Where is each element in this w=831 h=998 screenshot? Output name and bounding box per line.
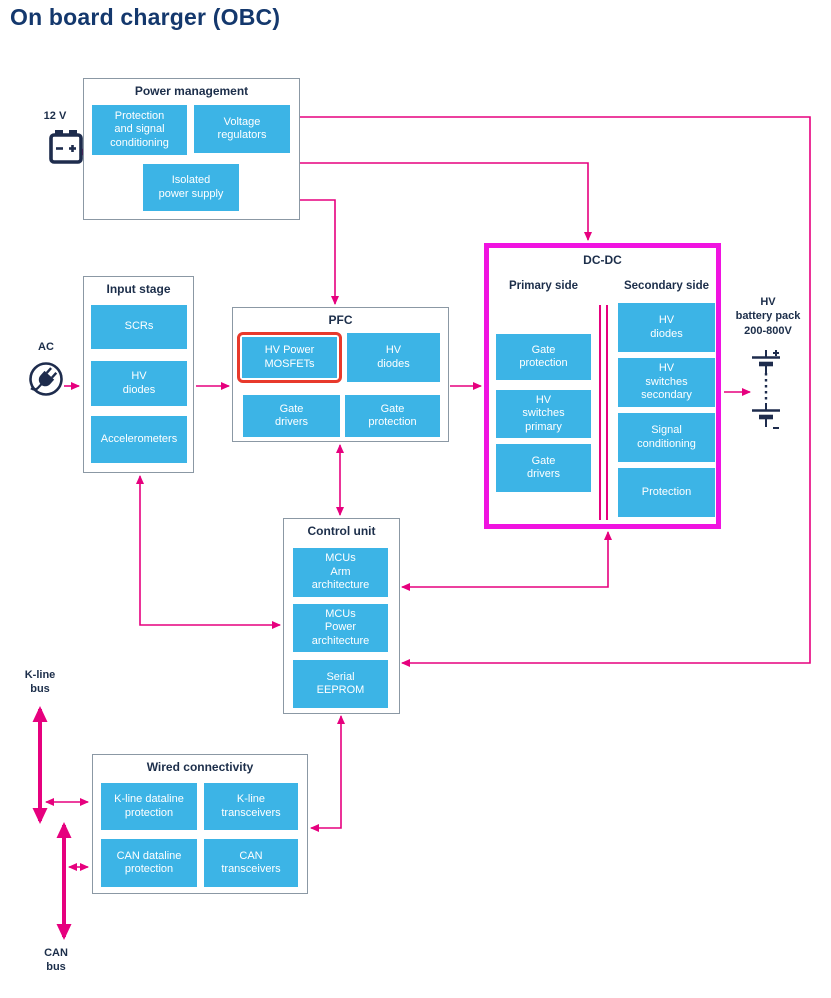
- chip-gate-protection-primary: Gate protection: [496, 334, 591, 380]
- isolation-barrier-line-right: [606, 305, 608, 520]
- ac-label: AC: [38, 341, 54, 353]
- hv-battery-pack-label: HV battery pack 200-800V: [735, 296, 801, 337]
- block-control-unit: Control unit MCUs Arm architecture MCUs …: [283, 518, 400, 714]
- hv-power-mosfets-highlight-box: HV Power MOSFETs: [237, 332, 342, 383]
- block-title-dcdc: DC-DC: [583, 253, 622, 267]
- wire-input-stage-control-unit: [136, 475, 281, 629]
- chip-can-transceivers: CAN transceivers: [204, 839, 298, 887]
- wire-power-management-to-dcdc: [300, 162, 592, 241]
- block-input-stage: Input stage SCRs HV diodes Accelerometer…: [83, 276, 194, 473]
- chip-gate-drivers-pfc: Gate drivers: [243, 395, 340, 437]
- chip-signal-conditioning: Signal conditioning: [618, 413, 715, 462]
- page-title: On board charger (OBC): [10, 4, 281, 30]
- block-wired-connectivity: Wired connectivity K-line dataline prote…: [92, 754, 308, 894]
- chip-hv-diodes-input: HV diodes: [91, 361, 187, 406]
- chip-hv-switches-primary: HV switches primary: [496, 390, 591, 438]
- kline-bus-label: K-line bus: [24, 669, 56, 696]
- block-power-management: Power management Protection and signal c…: [83, 78, 300, 220]
- wire-dcdc-control-unit: [401, 531, 612, 591]
- car-battery-icon: [49, 130, 83, 164]
- block-title-power-management: Power management: [134, 84, 249, 98]
- hv-battery-stack-icon: [752, 350, 780, 429]
- chip-hv-diodes-pfc: HV diodes: [347, 333, 440, 382]
- chip-scrs: SCRs: [91, 305, 187, 349]
- block-title-control-unit: Control unit: [307, 524, 376, 538]
- dcdc-secondary-side-label: Secondary side: [623, 280, 709, 292]
- chip-kline-transceivers: K-line transceivers: [204, 783, 298, 830]
- wire-control-unit-wired-connectivity: [310, 715, 345, 832]
- chip-hv-switches-secondary: HV switches secondary: [618, 358, 715, 407]
- chip-mcus-power-architecture: MCUs Power architecture: [293, 604, 388, 652]
- block-pfc: PFC HV Power MOSFETs HV diodes Gate driv…: [232, 307, 449, 442]
- ac-plug-icon: [29, 362, 63, 396]
- dcdc-primary-side-label: Primary side: [508, 280, 579, 292]
- block-title-input-stage: Input stage: [106, 282, 171, 296]
- block-title-wired-connectivity: Wired connectivity: [146, 760, 254, 774]
- chip-gate-drivers-primary: Gate drivers: [496, 444, 591, 492]
- chip-serial-eeprom: Serial EEPROM: [293, 660, 388, 708]
- chip-accelerometers: Accelerometers: [91, 416, 187, 463]
- block-title-pfc: PFC: [328, 313, 353, 327]
- chip-hv-diodes-secondary: HV diodes: [618, 303, 715, 352]
- chip-protection-and-signal-conditioning: Protection and signal conditioning: [92, 105, 187, 155]
- chip-mcus-arm-architecture: MCUs Arm architecture: [293, 548, 388, 597]
- wire-power-management-to-control-unit-right: [300, 116, 811, 667]
- chip-protection-secondary: Protection: [618, 468, 715, 517]
- chip-gate-protection-pfc: Gate protection: [345, 395, 440, 437]
- block-dcdc: DC-DC Primary side Secondary side Gate p…: [484, 243, 721, 529]
- chip-isolated-power-supply: Isolated power supply: [143, 164, 239, 211]
- can-bus-label: CAN bus: [44, 947, 68, 974]
- isolation-barrier-line-left: [599, 305, 601, 520]
- chip-can-dataline-protection: CAN dataline protection: [101, 839, 197, 887]
- dc-12v-label: 12 V: [43, 110, 67, 122]
- chip-kline-dataline-protection: K-line dataline protection: [101, 783, 197, 830]
- chip-hv-power-mosfets: HV Power MOSFETs: [242, 337, 337, 378]
- wire-power-management-to-pfc: [300, 199, 339, 305]
- chip-voltage-regulators: Voltage regulators: [194, 105, 290, 153]
